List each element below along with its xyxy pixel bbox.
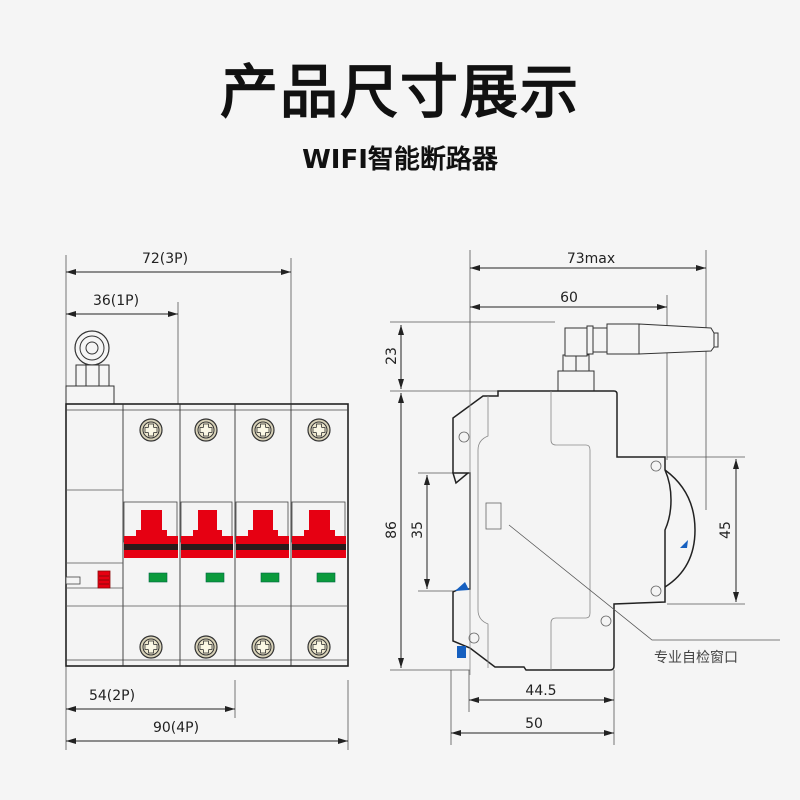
dim-35: 35 bbox=[410, 521, 426, 539]
status-indicator bbox=[260, 572, 280, 583]
dim-73max: 73max bbox=[567, 251, 615, 267]
antenna-icon bbox=[65, 330, 115, 405]
dim-90-4p: 90(4P) bbox=[153, 720, 199, 736]
terminal-screw-icon bbox=[251, 418, 275, 442]
rail-clip-icon bbox=[457, 646, 466, 658]
dim-45: 45 bbox=[718, 521, 734, 539]
self-check-window bbox=[485, 502, 502, 530]
terminal-screw-icon bbox=[307, 635, 331, 659]
dim-54-2p: 54(2P) bbox=[89, 688, 135, 704]
page-title: 产品尺寸展示 bbox=[219, 58, 580, 126]
terminal-screw-icon bbox=[139, 418, 163, 442]
test-button[interactable] bbox=[97, 570, 111, 589]
antenna-side-icon bbox=[557, 323, 719, 392]
pole-handle[interactable] bbox=[123, 501, 178, 558]
dim-72-3p: 72(3P) bbox=[142, 251, 188, 267]
callout-line bbox=[508, 524, 780, 641]
status-indicator bbox=[205, 572, 225, 583]
terminal-screw-icon bbox=[194, 418, 218, 442]
dim-50: 50 bbox=[525, 716, 543, 732]
terminal-screw-icon bbox=[251, 635, 275, 659]
pole-handle[interactable] bbox=[291, 501, 346, 558]
terminal-screw-icon bbox=[194, 635, 218, 659]
status-indicator bbox=[148, 572, 168, 583]
side-view: 73max 60 23 86 35 45 44.5 50 bbox=[384, 250, 780, 745]
pole-handle[interactable] bbox=[180, 501, 233, 558]
dim-23: 23 bbox=[384, 347, 400, 365]
callout-self-check-window: 专业自检窗口 bbox=[654, 649, 738, 666]
terminal-screw-icon bbox=[307, 418, 331, 442]
dim-44-5: 44.5 bbox=[525, 683, 556, 699]
dim-86: 86 bbox=[384, 521, 400, 539]
terminal-screw-icon bbox=[139, 635, 163, 659]
front-view: 72(3P) 36(1P) 54(2P) 90(4P) bbox=[65, 251, 349, 750]
rail-clip-icon bbox=[455, 582, 469, 591]
status-indicator bbox=[316, 572, 336, 583]
breaker-side-body bbox=[451, 390, 672, 671]
page-subtitle: WIFI智能断路器 bbox=[302, 145, 498, 175]
pole-handle[interactable] bbox=[235, 501, 289, 558]
dim-60: 60 bbox=[560, 290, 578, 306]
dim-36-1p: 36(1P) bbox=[93, 293, 139, 309]
rail-clip-icon bbox=[680, 540, 688, 548]
